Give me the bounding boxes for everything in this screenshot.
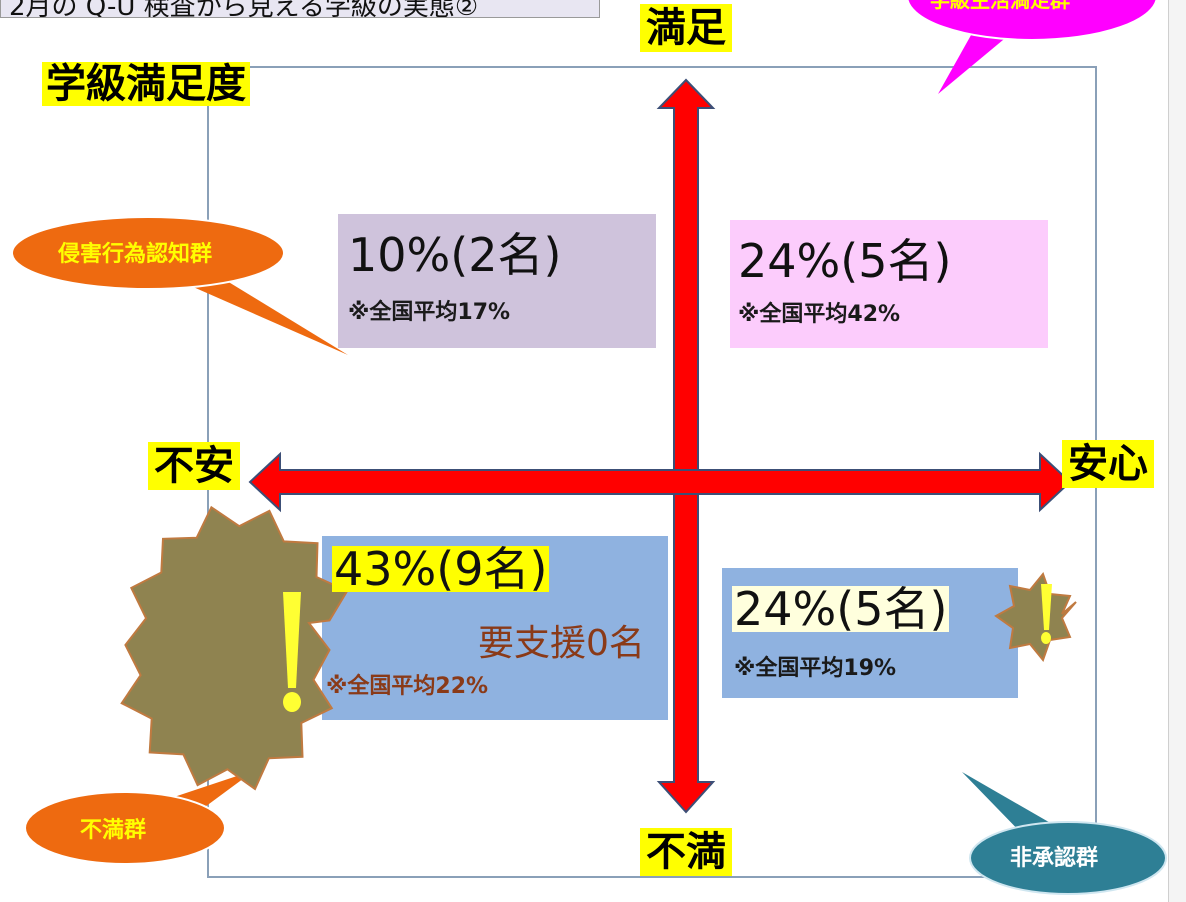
- callout-violation-text: 侵害行為認知群: [58, 242, 213, 267]
- quadrant-top-right-box: [730, 220, 1048, 348]
- callout-dissatisfied-text: 不満群: [80, 818, 147, 843]
- axis-label-top: 満足: [640, 4, 732, 52]
- vertical-axis-arrow: [656, 78, 716, 814]
- scrollbar[interactable]: [1168, 0, 1186, 902]
- quadrant-top-left-national-average: ※全国平均17%: [348, 300, 511, 325]
- callout-unrecognized-bubble: [962, 772, 1167, 895]
- quadrant-top-left-percent: 10%(2名): [348, 228, 562, 282]
- callout-unrecognized-text: 非承認群: [1010, 846, 1099, 871]
- axis-label-bottom: 不満: [640, 828, 732, 876]
- horizontal-axis-arrow: [248, 451, 1072, 513]
- quadrant-bottom-right-percent: 24%(5名): [732, 582, 950, 636]
- warning-burst-small-icon: [994, 571, 1077, 663]
- chart-title: 学級満足度: [42, 62, 250, 106]
- quadrant-bottom-left-support-count: 要支援0名: [478, 623, 645, 664]
- quadrant-top-left-box: [338, 214, 656, 348]
- quadrant-top-right-national-average: ※全国平均42%: [738, 302, 901, 327]
- quadrant-top-right-percent: 24%(5名): [738, 234, 952, 288]
- callout-dissatisfied-bubble: [24, 770, 255, 865]
- quadrant-bottom-right-national-average: ※全国平均19%: [734, 656, 897, 681]
- callout-violation-bubble: [11, 216, 348, 355]
- warning-burst-icon: [120, 505, 349, 791]
- callout-satisfied-text: 学級生活満足群: [930, 0, 1070, 12]
- axis-label-left: 不安: [148, 442, 240, 490]
- axis-label-right: 安心: [1062, 440, 1154, 488]
- callout-satisfied-bubble: [906, 0, 1158, 94]
- header-title: 2月の Q-U 検査から見える学級の実態②: [0, 0, 600, 18]
- quadrant-bottom-left-national-average: ※全国平均22%: [326, 674, 489, 699]
- quadrant-bottom-left-percent: 43%(9名): [332, 542, 550, 596]
